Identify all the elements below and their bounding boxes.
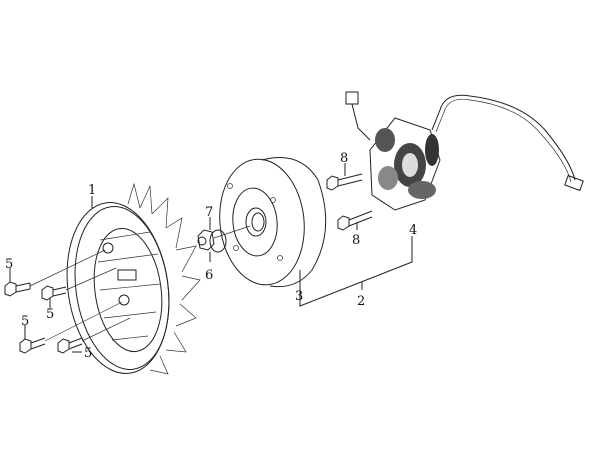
stator (345, 91, 584, 211)
callout-2-magneto-assembly: 2 (357, 294, 365, 309)
callout-5-bolt: 5 (84, 346, 92, 361)
callout-8-stator-bolt: 8 (340, 151, 348, 166)
callout-5-bolt: 5 (5, 257, 13, 272)
callout-4-stator: 4 (409, 223, 417, 238)
callout-3-flywheel: 3 (295, 289, 303, 304)
cooling-fan (66, 182, 201, 375)
flywheel-nut (197, 225, 251, 253)
flywheel (219, 157, 327, 288)
callout-8-stator-bolt: 8 (352, 233, 360, 248)
callout-5-bolt: 5 (21, 314, 29, 329)
callout-6-nut: 6 (205, 268, 213, 283)
leader-lines (9, 163, 413, 353)
stator-bolts (326, 173, 373, 231)
callout-1-fan: 1 (88, 183, 96, 198)
fan-bolts (4, 249, 131, 354)
callout-7-washer: 7 (205, 205, 213, 220)
callout-5-bolt: 5 (46, 307, 54, 322)
